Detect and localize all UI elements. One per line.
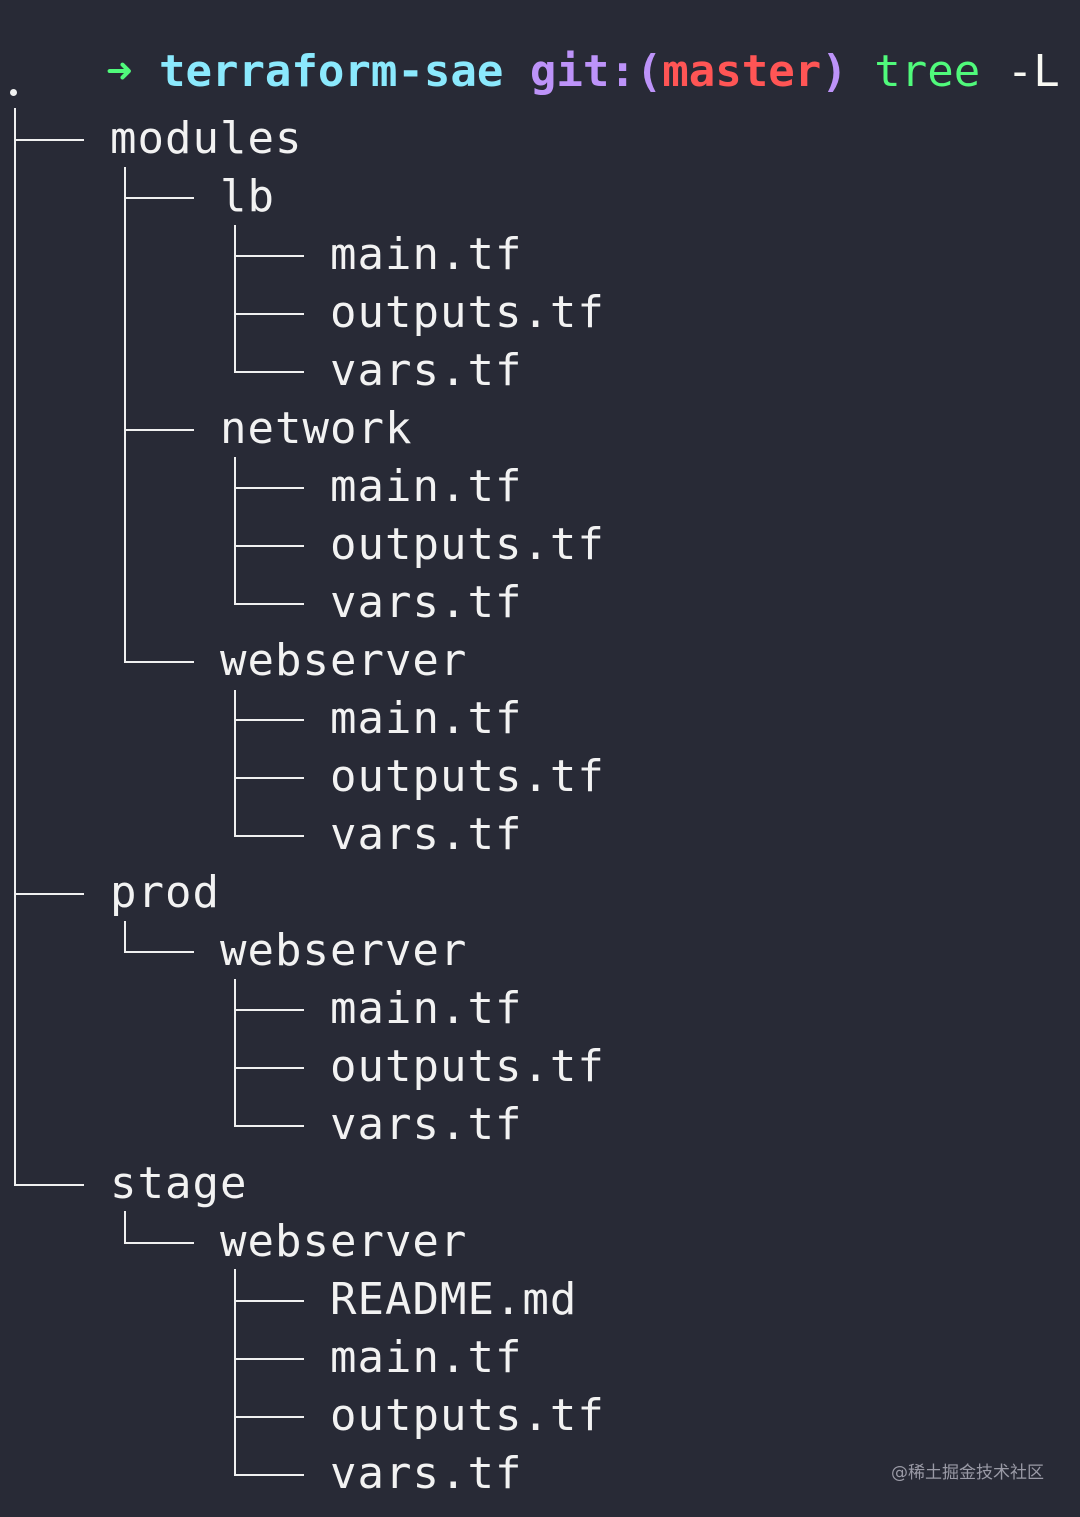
tree-dir-webserver: webserver <box>220 925 468 976</box>
tree-connector-vertical <box>234 457 236 605</box>
tree-connector-horizontal <box>234 1125 304 1127</box>
tree-connector-horizontal <box>124 1242 194 1244</box>
tree-connector-horizontal <box>234 777 304 779</box>
tree-connector-vertical <box>234 1269 236 1475</box>
tree-file: outputs.tf <box>330 287 605 338</box>
tree-connector-horizontal <box>234 545 304 547</box>
tree-connector-horizontal <box>234 313 304 315</box>
prompt-command-args: -L 3 <box>1006 46 1060 97</box>
tree-file: vars.tf <box>330 345 523 396</box>
tree-connector-horizontal <box>14 893 84 895</box>
tree-connector-horizontal <box>234 1300 304 1302</box>
tree-file: main.tf <box>330 693 523 744</box>
tree-file: main.tf <box>330 1332 523 1383</box>
tree-connector-horizontal <box>124 661 194 663</box>
tree-connector-horizontal <box>234 1416 304 1418</box>
tree-root <box>10 89 17 96</box>
tree-connector-horizontal <box>234 603 304 605</box>
tree-file: main.tf <box>330 461 523 512</box>
tree-connector-vertical <box>234 979 236 1127</box>
prompt-branch: master <box>662 46 822 97</box>
tree-connector-vertical <box>124 921 126 953</box>
tree-connector-horizontal <box>234 1067 304 1069</box>
watermark: @稀土掘金技术社区 <box>891 1463 1044 1483</box>
tree-connector-horizontal <box>234 1009 304 1011</box>
tree-connector-horizontal <box>234 1474 304 1476</box>
tree-dir-webserver: webserver <box>220 635 468 686</box>
tree-connector-vertical <box>124 1211 126 1244</box>
tree-dir-stage: stage <box>110 1158 248 1209</box>
tree-file: README.md <box>330 1274 578 1325</box>
tree-file: outputs.tf <box>330 751 605 802</box>
tree-connector-horizontal <box>234 371 304 373</box>
tree-connector-horizontal <box>14 139 84 141</box>
tree-connector-horizontal <box>14 1184 84 1186</box>
tree-connector-horizontal <box>124 197 194 199</box>
prompt-git-label: git:( <box>529 46 663 97</box>
shell-prompt: ➜ terraform-sae git:(master) tree -L 3 <box>0 0 1080 96</box>
tree-file: outputs.tf <box>330 519 605 570</box>
tree-connector-horizontal <box>234 835 304 837</box>
tree-connector-horizontal <box>234 1358 304 1360</box>
tree-file: outputs.tf <box>330 1041 605 1092</box>
tree-connector-vertical <box>234 690 236 837</box>
tree-file: vars.tf <box>330 1448 523 1499</box>
tree-file: main.tf <box>330 229 523 280</box>
tree-connector-vertical <box>124 167 126 662</box>
prompt-directory: terraform-sae <box>158 46 504 97</box>
tree-dir-prod: prod <box>110 867 220 918</box>
prompt-command: tree <box>874 46 981 97</box>
tree-connector-horizontal <box>124 429 194 431</box>
tree-connector-vertical <box>14 108 16 1186</box>
prompt-arrow-icon: ➜ <box>105 46 133 97</box>
tree-file: outputs.tf <box>330 1390 605 1441</box>
tree-dir-network: network <box>220 403 413 454</box>
tree-file: vars.tf <box>330 577 523 628</box>
tree-file: vars.tf <box>330 1099 523 1150</box>
tree-dir-webserver: webserver <box>220 1216 468 1267</box>
tree-file: main.tf <box>330 983 523 1034</box>
tree-connector-horizontal <box>234 719 304 721</box>
tree-connector-horizontal <box>234 487 304 489</box>
tree-connector-horizontal <box>124 951 194 953</box>
tree-connector-horizontal <box>234 255 304 257</box>
tree-file: vars.tf <box>330 809 523 860</box>
prompt-git-close: ) <box>821 46 848 97</box>
tree-dir-modules: modules <box>110 113 303 164</box>
tree-dir-lb: lb <box>220 171 275 222</box>
tree-connector-vertical <box>234 225 236 373</box>
